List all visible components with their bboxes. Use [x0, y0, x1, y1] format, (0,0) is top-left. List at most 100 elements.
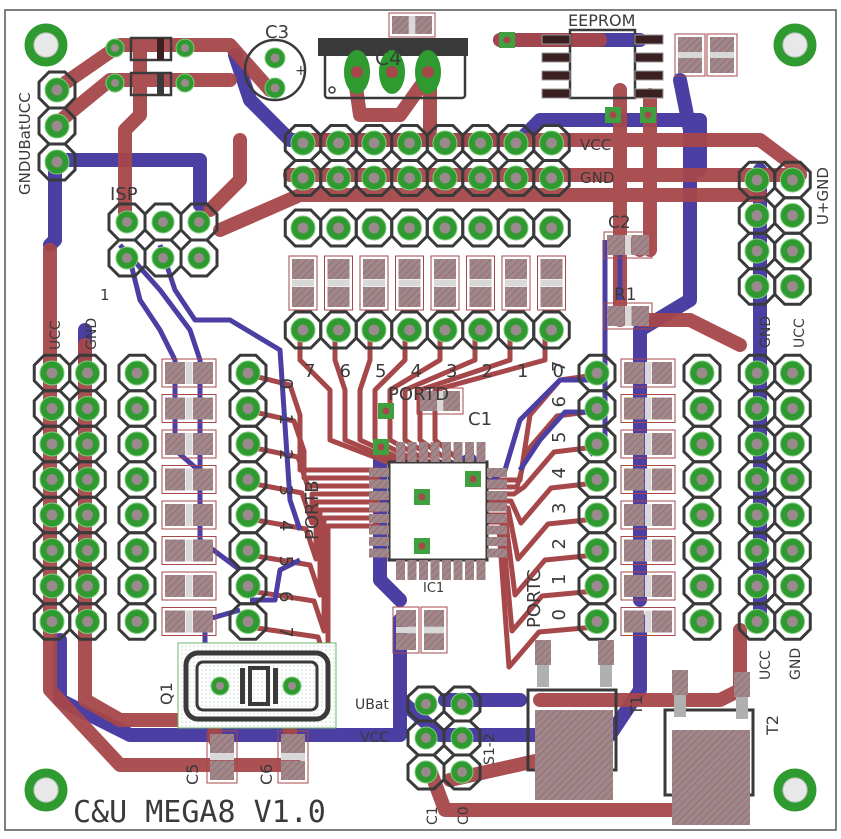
drill-hole [510, 324, 522, 336]
smd-body [505, 280, 527, 286]
component-outline [620, 394, 676, 423]
drill-hole [297, 172, 309, 184]
transistor-lead [736, 697, 748, 719]
drill-hole [333, 172, 344, 184]
smd-body [186, 433, 192, 455]
smd-resistor [416, 387, 464, 415]
drill-hole [333, 222, 344, 234]
header-outline [32, 602, 72, 641]
drill-hole [242, 509, 254, 521]
drill-hole [751, 281, 763, 292]
drill-hole [351, 66, 363, 78]
drill-hole [787, 474, 798, 485]
header-outline [390, 310, 429, 350]
crystal-symbol [273, 668, 278, 704]
component-outline [161, 571, 217, 601]
header-outline [682, 602, 722, 641]
drill-hole [787, 174, 798, 186]
drill-hole [297, 222, 309, 234]
label-gnd-top: GND [580, 169, 614, 187]
ic-pin [419, 442, 428, 462]
component-outline [161, 465, 217, 494]
ic-pin [369, 479, 389, 489]
drill-hole [787, 367, 798, 379]
regulator-outline [323, 48, 467, 100]
drill-hole [787, 616, 798, 627]
header-outline [532, 208, 571, 248]
drill-hole [696, 403, 708, 414]
drill-hole [131, 545, 143, 556]
label-isp: ISP [110, 184, 138, 205]
drill-hole [591, 509, 603, 521]
smd-pad [624, 433, 645, 455]
smd-pad [192, 468, 213, 491]
eeprom-outline [568, 28, 637, 100]
ic-pin [453, 560, 463, 580]
ic-pin [369, 502, 389, 512]
smd-pad [392, 16, 409, 34]
header-outline [283, 310, 323, 350]
ic-pin [487, 502, 507, 512]
header-outline [68, 602, 107, 641]
drill-hole [242, 580, 254, 592]
smd-pad [631, 306, 649, 326]
drill-hole [696, 616, 708, 627]
crystal-symbol [248, 666, 270, 706]
smd-pad [624, 362, 645, 384]
drill-hole [131, 616, 143, 627]
drill-hole [696, 367, 708, 379]
smd-pad [651, 362, 672, 384]
smd-body [625, 235, 631, 255]
drill-hole [194, 253, 204, 263]
smd-pad [420, 391, 437, 411]
signal-trace [250, 557, 302, 603]
drill-hole [421, 767, 431, 777]
pads-layer [24, 23, 817, 812]
drill-hole [787, 210, 798, 221]
ic-pin [487, 479, 507, 489]
diode-outline [129, 71, 173, 97]
portb-bit-label: 6 [275, 591, 296, 602]
label-isp-pin1: 1 [100, 286, 110, 304]
smd-pad [540, 259, 563, 280]
smd-body [678, 52, 702, 58]
eeprom-pin [541, 34, 571, 45]
ic-pin [369, 548, 389, 558]
via-drill [503, 36, 511, 44]
smd-resistor [359, 255, 389, 311]
component-outline [674, 33, 706, 77]
smd-pad [651, 610, 672, 633]
drill-hole [333, 137, 344, 149]
ic-pin [476, 560, 486, 580]
smd-pad [540, 286, 563, 307]
transistor-lead-pad [672, 670, 688, 695]
via-drill [377, 443, 385, 451]
label-c1-pin: C1 [425, 806, 441, 825]
signal-trace [249, 507, 380, 598]
label-portc: PORTC [524, 569, 545, 628]
smd-pad [469, 286, 492, 307]
smd-pad [396, 633, 416, 650]
smd-pad [327, 286, 350, 307]
transistor-lead [674, 695, 686, 717]
drill-hole [439, 172, 451, 184]
portd-bit-label: 2 [482, 361, 493, 382]
header-outline [496, 310, 536, 350]
smd-pad [624, 397, 645, 420]
smd-pad [424, 610, 444, 627]
smd-body [396, 627, 416, 633]
header-outline [107, 238, 147, 278]
drill-hole [51, 84, 63, 96]
portb-bit-label: 2 [275, 449, 296, 460]
header-outline [228, 602, 268, 641]
smd-pad [710, 57, 734, 73]
drill-hole [696, 545, 708, 556]
smd-pad [210, 760, 234, 780]
transistor-lead-pad [535, 640, 551, 665]
smd-resistor [537, 255, 566, 311]
drill-hole [242, 403, 254, 414]
portb-bit-label: 5 [275, 556, 296, 567]
header-outline [737, 267, 777, 306]
smd-body [540, 280, 563, 286]
header-outline [390, 159, 429, 197]
